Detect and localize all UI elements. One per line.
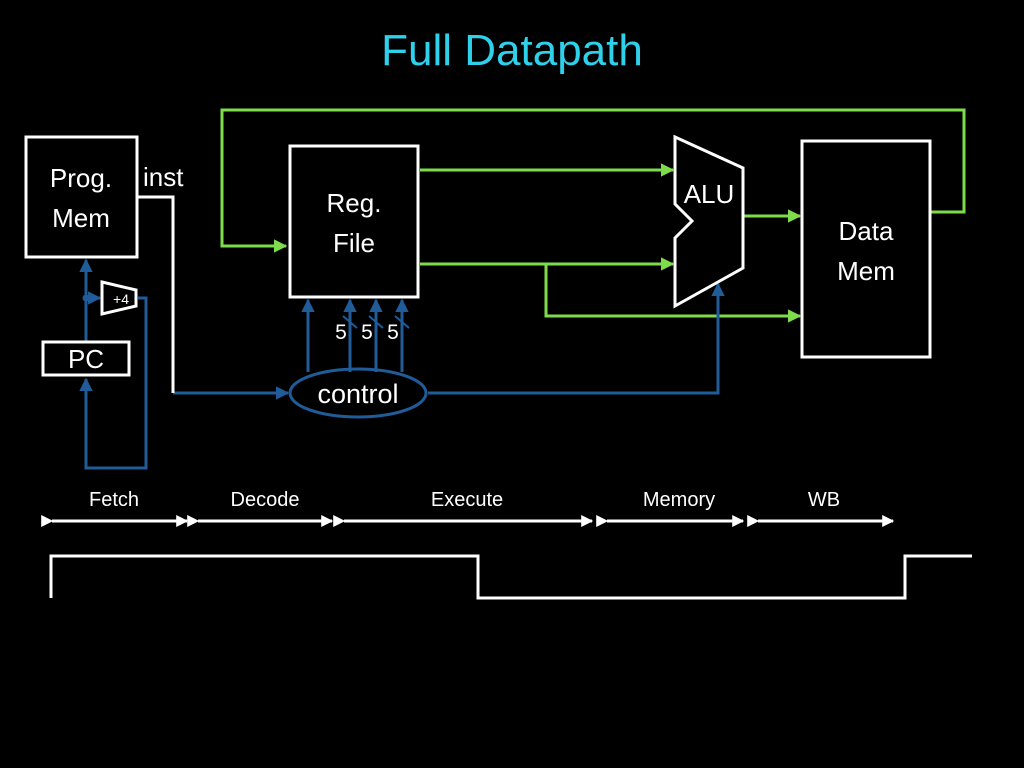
control-unit: control — [288, 367, 428, 419]
prog-mem-label-line2: Mem — [52, 203, 110, 233]
clock-waveform — [49, 554, 972, 600]
stage-label-decode: Decode — [231, 489, 300, 511]
data-mem-label-line1: Data — [839, 216, 894, 246]
adder-feedback-wire — [79, 296, 148, 470]
pc-branch-dot — [82, 294, 90, 302]
data-mem-block: Data Mem — [800, 139, 932, 359]
stage-label-execute: Execute — [431, 489, 503, 511]
page-title: Full Datapath — [381, 26, 643, 75]
pc-label: PC — [68, 344, 104, 374]
prog-mem-label-line1: Prog. — [50, 163, 112, 193]
stage-label-memory: Memory — [643, 489, 715, 511]
bus-width-ticks — [342, 315, 410, 329]
alu-block: ALU — [673, 134, 745, 309]
reg-file-label-line1: Reg. — [327, 188, 382, 218]
stage-labels: Fetch Decode Execute Memory WB — [89, 489, 840, 511]
control-wires — [79, 258, 725, 470]
prog-mem-block: Prog. Mem — [24, 135, 139, 259]
control-label: control — [317, 379, 398, 409]
control-to-alu-wire — [428, 282, 725, 395]
pc-register: PC — [41, 340, 131, 377]
writeback-wire — [220, 108, 966, 253]
data-mem-label-line2: Mem — [837, 256, 895, 286]
inst-label: inst — [143, 162, 184, 192]
pc-adder: +4 — [100, 280, 138, 316]
adder-label: +4 — [113, 291, 129, 307]
stage-label-wb: WB — [808, 489, 840, 511]
stage-label-fetch: Fetch — [89, 489, 139, 511]
reg-select-width-3: 5 — [387, 321, 399, 344]
reg-to-datamem-wire — [544, 264, 802, 323]
reg-select-widths: 5 5 5 — [335, 321, 399, 344]
reg-select-width-1: 5 — [335, 321, 347, 344]
reg-file-block: Reg. File — [288, 144, 420, 299]
instruction-wire — [138, 195, 175, 393]
reg-select-width-2: 5 — [361, 321, 373, 344]
alu-label: ALU — [684, 179, 735, 209]
datapath-wires — [220, 108, 966, 323]
reg-file-label-line2: File — [333, 228, 375, 258]
